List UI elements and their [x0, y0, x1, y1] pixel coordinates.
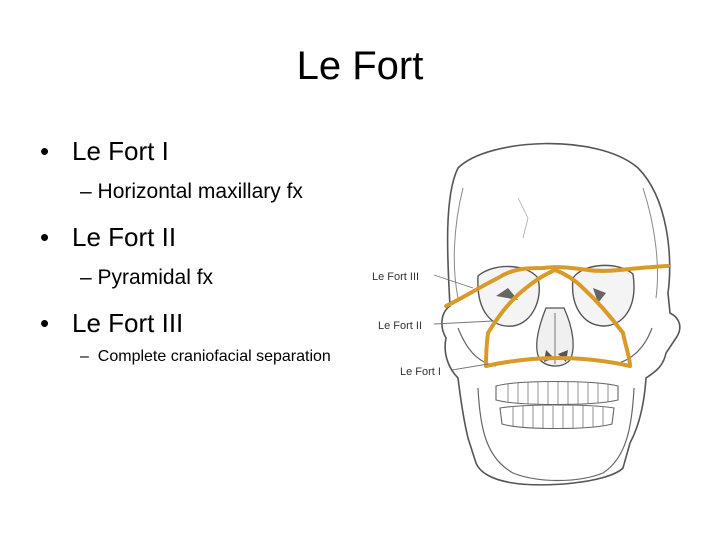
- bullet-dot: •: [40, 308, 50, 338]
- upper-teeth: [507, 382, 609, 404]
- temporal-line-right: [642, 187, 658, 299]
- slide-title: Le Fort: [296, 44, 424, 88]
- leader-le-fort-ii: [433, 320, 494, 325]
- le-fort-ii-line: [486, 267, 625, 335]
- skull-illustration: Le Fort III Le Fort II Le Fort I: [372, 142, 681, 486]
- bullet-label: Le Fort II: [72, 222, 177, 252]
- leader-le-fort-iii: [433, 274, 474, 289]
- upper-teeth-row: [495, 380, 619, 406]
- lower-teeth: [512, 406, 604, 428]
- sub-bullet-text: Complete craniofacial separation: [97, 348, 331, 365]
- temporal-line-left: [453, 187, 464, 299]
- forehead-crack: [517, 197, 529, 239]
- bullet-le-fort-2: • Le Fort II: [40, 222, 176, 253]
- zygoma-left: [457, 327, 497, 367]
- bullet-dot: •: [40, 136, 50, 166]
- le-fort-i-line: [484, 355, 632, 368]
- bullet-label: Le Fort III: [72, 308, 184, 338]
- orbit-fissure-right: [593, 288, 606, 303]
- bullet-le-fort-3: • Le Fort III: [40, 308, 183, 339]
- dash: –: [80, 348, 89, 365]
- sub-bullet-le-fort-3: – Complete craniofacial separation: [80, 348, 331, 366]
- lower-teeth-row: [499, 404, 615, 430]
- sub-bullet-text: Horizontal maxillary fx: [97, 180, 303, 203]
- mandible-outline: [477, 387, 635, 482]
- sub-bullet-le-fort-2: – Pyramidal fx: [80, 266, 213, 290]
- leader-le-fort-i: [451, 363, 489, 371]
- le-fort-iii-line: [444, 264, 670, 308]
- bullet-le-fort-1: • Le Fort I: [40, 136, 169, 167]
- sub-bullet-le-fort-1: – Horizontal maxillary fx: [80, 180, 303, 204]
- bullet-dot: •: [40, 222, 50, 252]
- dash: –: [80, 266, 92, 289]
- sub-bullet-text: Pyramidal fx: [97, 266, 214, 289]
- label-le-fort-iii: Le Fort III: [372, 271, 419, 283]
- label-le-fort-i: Le Fort I: [400, 366, 441, 378]
- cranium-outline: [441, 142, 681, 486]
- label-le-fort-ii: Le Fort II: [378, 320, 422, 332]
- bullet-label: Le Fort I: [72, 136, 169, 166]
- orbit-fissure-left: [496, 288, 518, 300]
- dash: –: [80, 180, 92, 203]
